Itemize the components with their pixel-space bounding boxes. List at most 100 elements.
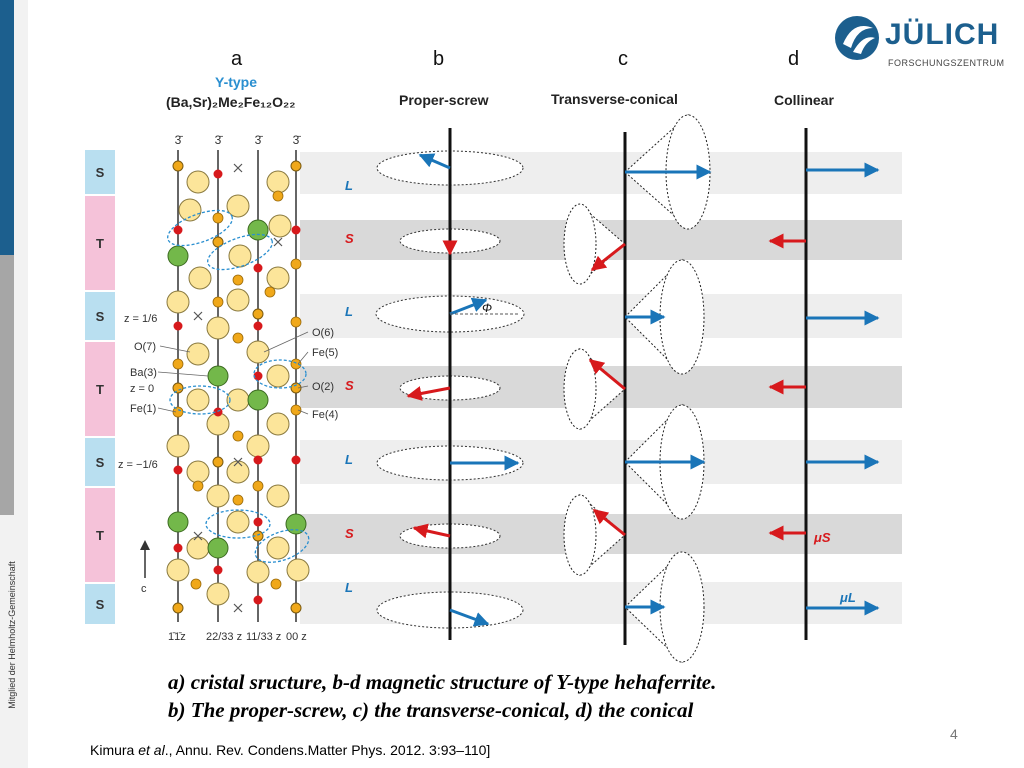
block-label: S xyxy=(96,597,105,612)
x-mark xyxy=(273,237,283,247)
oxygen-atom xyxy=(178,198,202,222)
oxygen-atom xyxy=(226,510,250,534)
screw-spin-arrow xyxy=(412,523,451,539)
collinear-title: Collinear xyxy=(774,92,834,108)
crossed-atom xyxy=(172,602,184,614)
layer-label-s: S xyxy=(345,231,354,246)
block-label: T xyxy=(96,528,104,543)
screw-spin-arrow xyxy=(449,297,488,316)
red-iron-atom xyxy=(253,321,263,331)
iron-atom xyxy=(212,296,224,308)
x-mark xyxy=(233,163,243,173)
leader-line xyxy=(297,385,309,389)
red-iron-atom xyxy=(213,407,223,417)
oxygen-atom xyxy=(266,170,290,194)
crossed-atoms xyxy=(172,160,302,614)
barium-atom xyxy=(247,389,269,411)
dotted-group xyxy=(167,209,233,247)
oxygen-atom xyxy=(186,536,210,560)
label-ba3: Ba(3) xyxy=(130,367,157,379)
label-o7: O(7) xyxy=(134,341,156,353)
bottom-label: 1̄1̄z xyxy=(168,631,186,643)
iron-atom xyxy=(290,258,302,270)
oxygen-atom xyxy=(266,484,290,508)
transverse-conical-diagram xyxy=(563,113,712,664)
dotted-group xyxy=(207,233,273,271)
label-leaders xyxy=(157,331,309,415)
panel-letter-d: d xyxy=(788,48,800,70)
crossed-atom xyxy=(290,382,302,394)
iron-atom xyxy=(232,494,244,506)
block-s xyxy=(85,438,115,486)
oxygen-atom xyxy=(246,340,270,364)
leader-line xyxy=(157,407,177,413)
dotted-group xyxy=(254,529,310,563)
label-z-plus: z = 1/6 xyxy=(124,313,157,325)
block-column: S T S T S T S xyxy=(85,150,115,624)
cone-left-base xyxy=(563,203,597,285)
layer-label-l: L xyxy=(345,452,353,467)
red-iron-atom xyxy=(173,321,183,331)
oxygen-atom xyxy=(226,460,250,484)
oxygen-atom xyxy=(226,194,250,218)
iron-atom xyxy=(190,578,202,590)
iron-atom xyxy=(172,358,184,370)
x-mark xyxy=(193,311,203,321)
oxygen-atom xyxy=(266,536,290,560)
symmetry-label: 3̄ xyxy=(215,133,224,147)
oxygen-atom xyxy=(286,558,310,582)
conical-spin-arrow xyxy=(590,242,626,272)
mu-l-label: μL xyxy=(839,590,856,605)
iron-atom xyxy=(272,190,284,202)
screw-spin-arrow xyxy=(406,386,451,401)
logo-name: JÜLICH xyxy=(885,18,1000,51)
iron-atom xyxy=(212,212,224,224)
red-iron-atom xyxy=(253,371,263,381)
barium-atom xyxy=(207,365,229,387)
reference-etal: et al xyxy=(138,742,165,758)
oxygen-atoms xyxy=(166,170,310,606)
oxygen-atom xyxy=(186,460,210,484)
red-iron-atom xyxy=(173,543,183,553)
leader-line xyxy=(157,371,209,377)
crossed-atom xyxy=(212,456,224,468)
bottom-label: 22/33 z xyxy=(206,631,242,643)
x-mark xyxy=(233,603,243,613)
reference-rest: ., Annu. Rev. Condens.Matter Phys. 2012.… xyxy=(164,742,491,758)
label-o2: O(2) xyxy=(312,381,334,393)
barium-atom xyxy=(167,511,189,533)
oxygen-atom xyxy=(188,266,212,290)
iron-atom xyxy=(232,332,244,344)
iron-atom xyxy=(290,316,302,328)
iron-atoms xyxy=(172,190,302,590)
bottom-label: 11/33 z xyxy=(246,631,281,643)
leader-line xyxy=(297,351,309,365)
screw-spin-arrow xyxy=(449,608,490,627)
oxygen-atom xyxy=(166,558,190,582)
layer-label-l: L xyxy=(345,580,353,595)
logo-subtitle: FORSCHUNGSZENTRUM xyxy=(888,58,1005,68)
conical-spin-arrow xyxy=(592,508,626,537)
symmetry-label: 3̄ xyxy=(175,133,184,147)
label-z-minus: z = −1/6 xyxy=(118,459,158,471)
block-t xyxy=(85,342,115,436)
oxygen-atom xyxy=(266,364,290,388)
leader-line xyxy=(297,409,309,415)
layer-label-l: L xyxy=(345,304,353,319)
dotted-group xyxy=(253,359,307,389)
atom-labels: O(6) Fe(5) O(2) Fe(4) O(7) Ba(3) z = 0 F… xyxy=(118,313,338,595)
reference-author: Kimura xyxy=(90,742,139,758)
panel-letter-a: a xyxy=(231,48,243,70)
red-iron-atom xyxy=(253,595,263,605)
red-iron-atom xyxy=(253,263,263,273)
juelich-logo: JÜLICH FORSCHUNGSZENTRUM xyxy=(833,14,1005,74)
leader-line xyxy=(263,331,309,353)
chemical-formula: (Ba,Sr)₂Me₂Fe₁₂O₂₂ xyxy=(166,94,296,110)
left-bar-gray-segment xyxy=(0,255,14,515)
red-iron-atom xyxy=(291,455,301,465)
symmetry-label: 3̄ xyxy=(255,133,264,147)
oxygen-atom xyxy=(186,342,210,366)
juelich-logo-mark-icon xyxy=(835,16,879,60)
red-iron-atom xyxy=(173,225,183,235)
